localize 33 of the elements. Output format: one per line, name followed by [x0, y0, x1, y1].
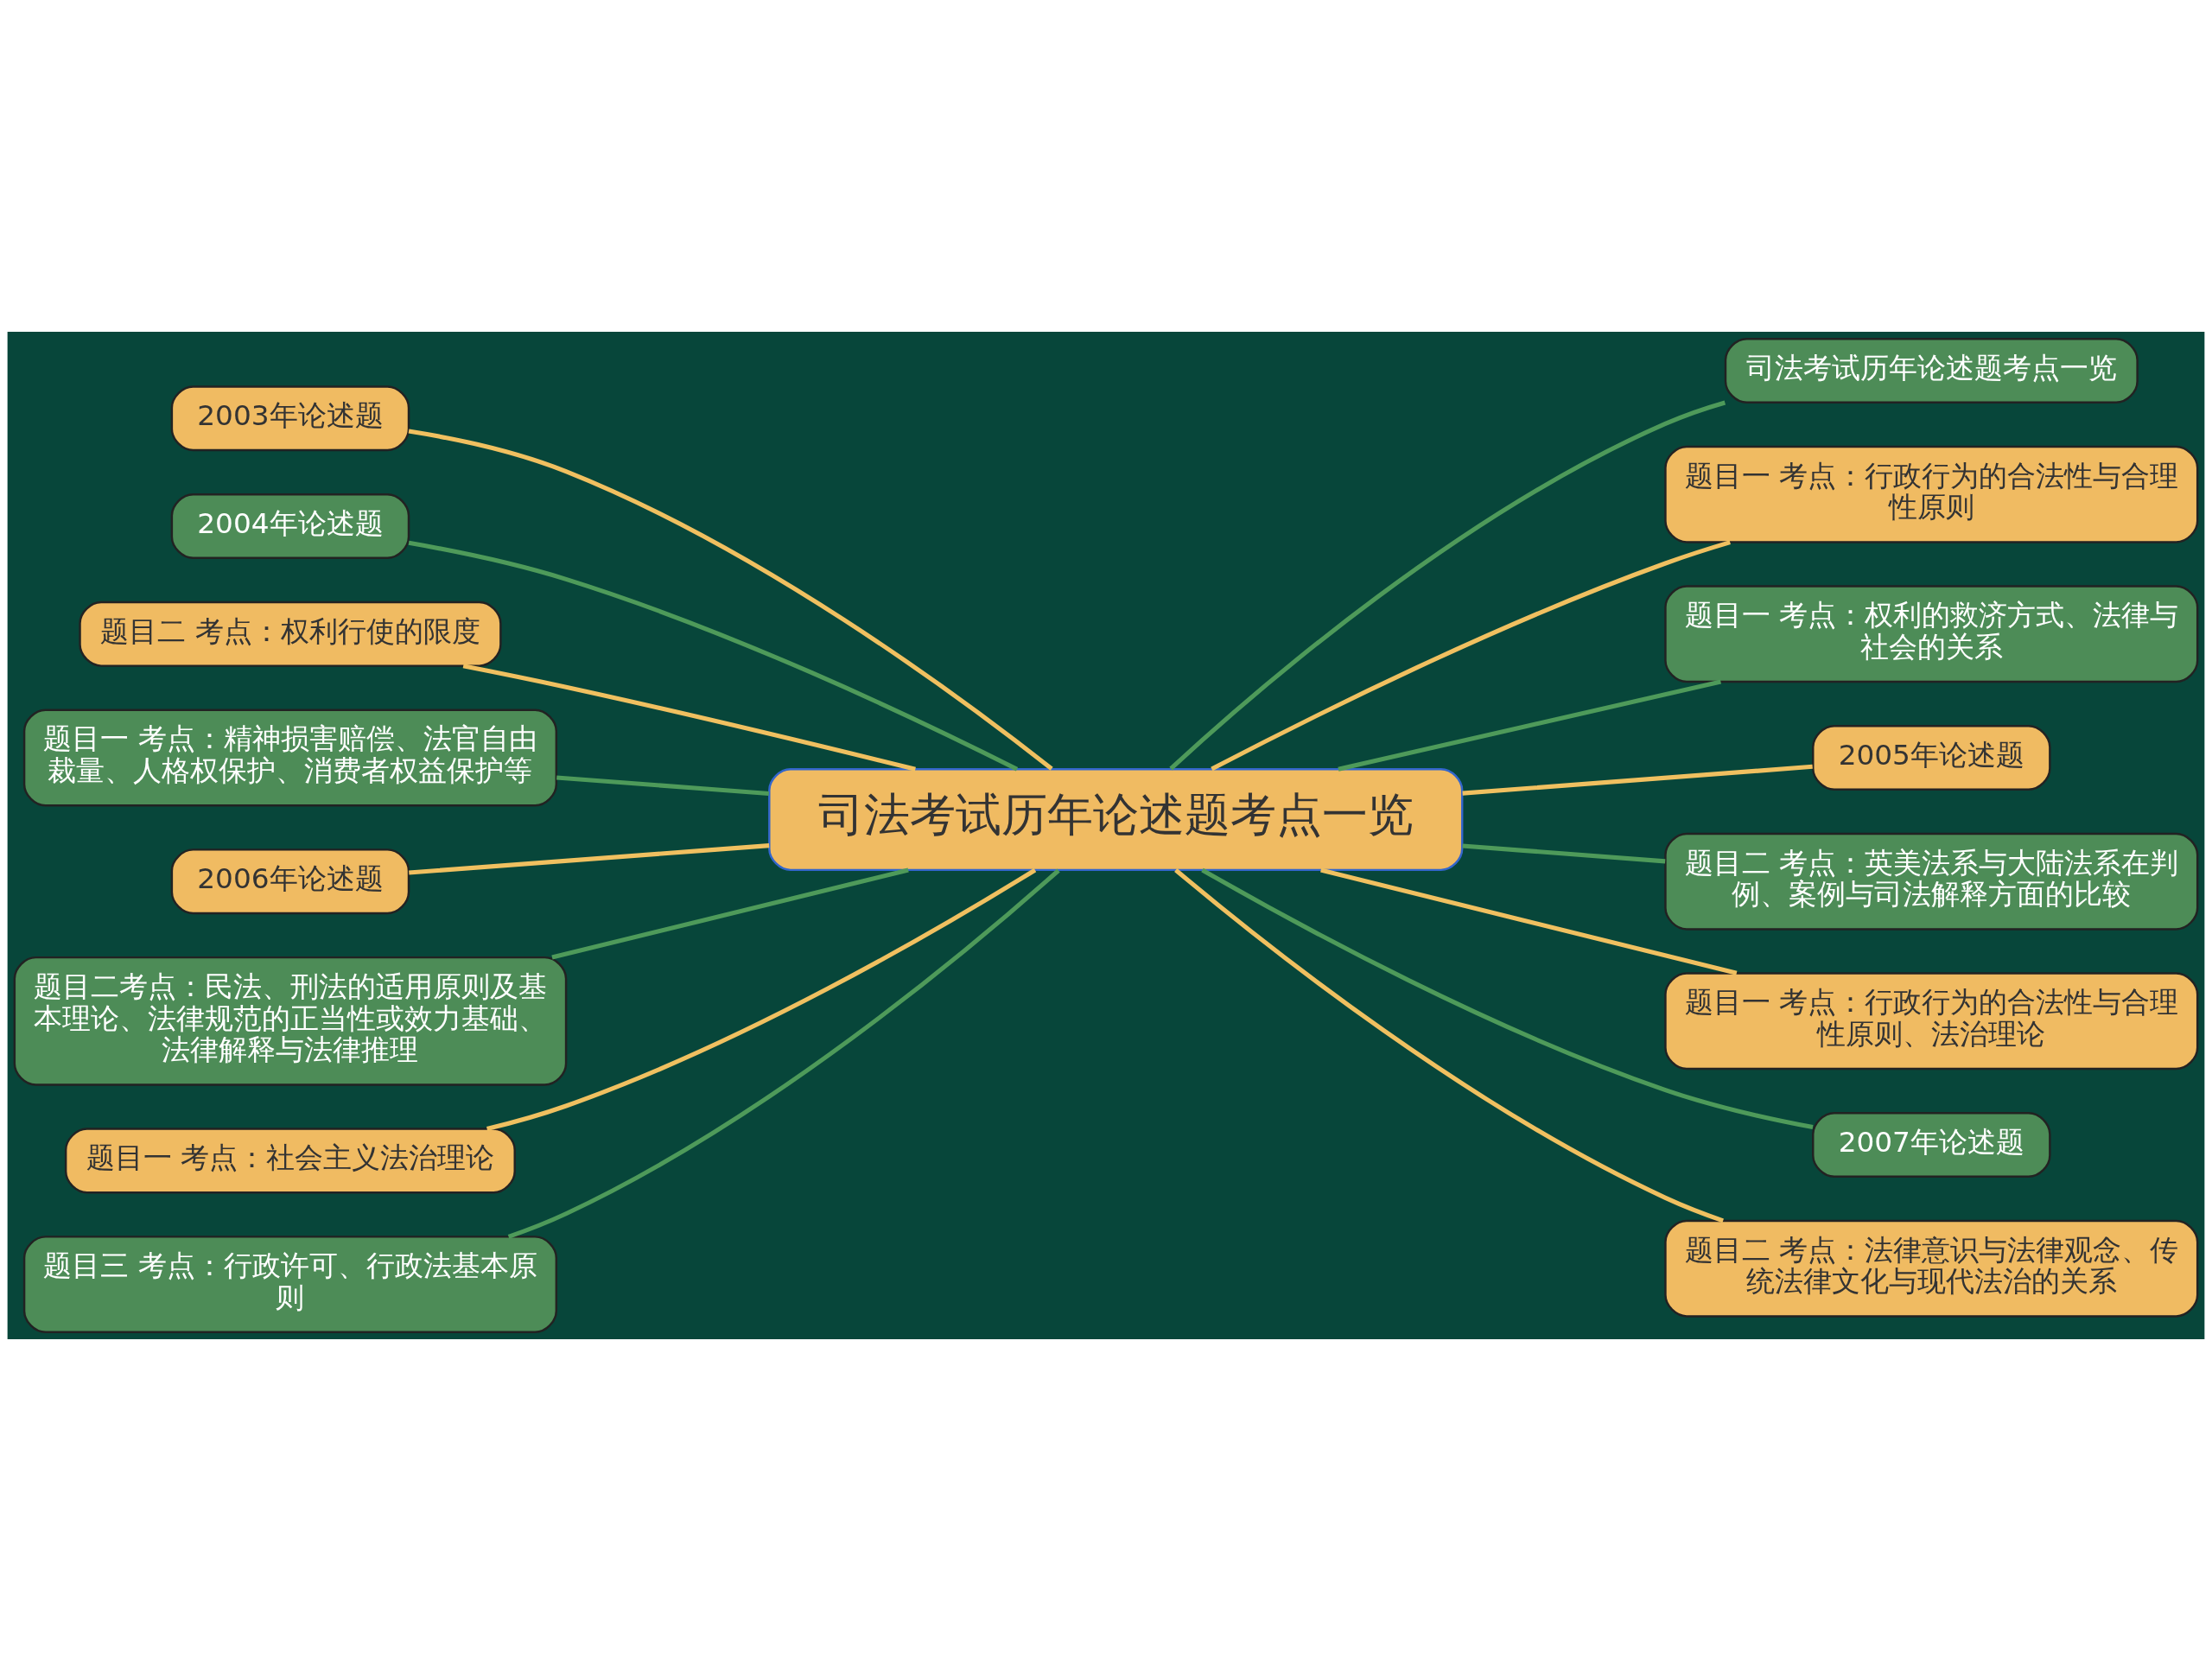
connector [1169, 400, 1726, 771]
connector [409, 843, 770, 875]
connector [408, 429, 1053, 771]
node-box: 题目一 考点：权利的救济方式、法律与社会的关系 [1664, 585, 2199, 683]
connector [462, 664, 916, 772]
connector [1174, 868, 1724, 1223]
connector [1338, 679, 1722, 772]
connector [1211, 540, 1731, 772]
connector [556, 775, 769, 797]
node-box: 题目二 考点：权利行使的限度 [79, 600, 502, 667]
connector [1320, 867, 1738, 975]
node-box: 题目二考点：民法、刑法的适用原则及基本理论、法律规范的正当性或效力基础、法律解释与法律推理 [13, 956, 568, 1086]
node-box: 题目一 考点：行政行为的合法性与合理性原则 [1664, 445, 2199, 543]
node-box: 2004年论述题 [170, 492, 410, 560]
node-box: 2006年论述题 [170, 848, 410, 915]
node-box: 题目一 考点：精神损害赔偿、法官自由裁量、人格权保护、消费者权益保护等 [22, 708, 558, 807]
connector [551, 867, 909, 960]
node-box: 题目三 考点：行政许可、行政法基本原则 [22, 1236, 558, 1334]
node-box: 2007年论述题 [1812, 1111, 2051, 1179]
node-box: 题目二 考点：法律意识与法律观念、传统法律文化与现代法治的关系 [1664, 1219, 2199, 1318]
node-box: 2003年论述题 [170, 385, 410, 452]
node-box: 题目一 考点：社会主义法治理论 [64, 1128, 516, 1194]
connector [408, 540, 1019, 772]
node-box: 司法考试历年论述题考点一览 [1724, 337, 2139, 404]
node-box: 司法考试历年论述题考点一览 [768, 768, 1464, 872]
connector [1462, 843, 1666, 864]
connector [1462, 764, 1813, 796]
connector [1201, 867, 1814, 1130]
node-box: 题目二 考点：英美法系与大陆法系在判例、案例与司法解释方面的比较 [1664, 832, 2199, 931]
node-box: 2005年论述题 [1812, 724, 2051, 791]
node-box: 题目一 考点：行政行为的合法性与合理性原则、法治理论 [1664, 972, 2199, 1071]
connector [507, 868, 1060, 1239]
connector [486, 867, 1037, 1131]
